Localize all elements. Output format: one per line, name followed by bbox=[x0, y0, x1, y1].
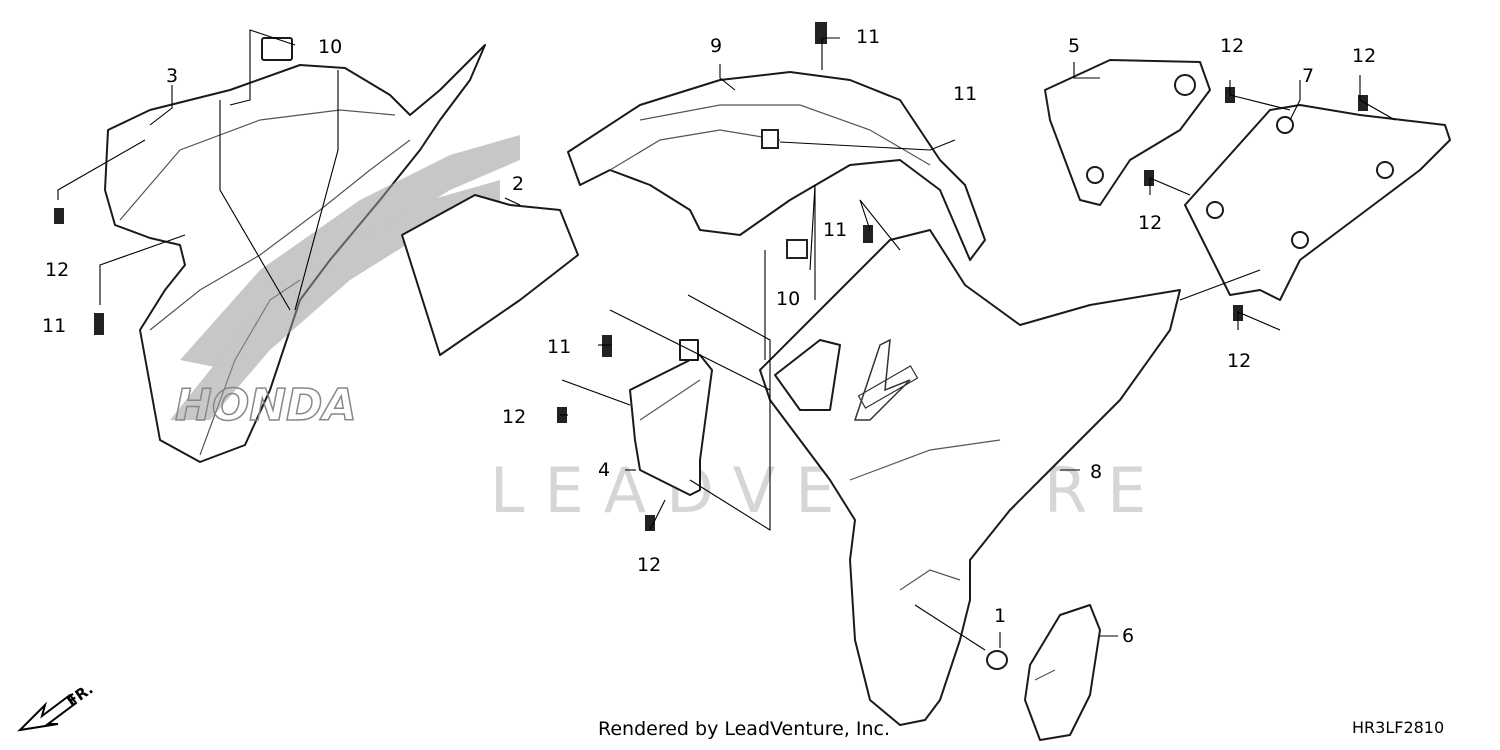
part-10-clip-center bbox=[786, 239, 808, 259]
part-1-grommet bbox=[986, 650, 1008, 670]
callout-7: 7 bbox=[1302, 65, 1314, 87]
callout-12-top-right-a: 12 bbox=[1220, 35, 1244, 57]
callout-labels: 1 2 3 4 5 6 7 8 9 10 10 11 11 11 11 11 1… bbox=[42, 26, 1376, 647]
part-12-screw-right-mid bbox=[1144, 170, 1154, 186]
callout-11-lower: 11 bbox=[547, 336, 571, 358]
callout-11-right: 11 bbox=[953, 83, 977, 105]
part-10-clip-left bbox=[261, 37, 293, 61]
part-12-screw-bracket bbox=[645, 515, 655, 531]
callout-12-center-left: 12 bbox=[502, 406, 526, 428]
honda-wing-dots bbox=[170, 135, 520, 420]
callout-8: 8 bbox=[1090, 461, 1102, 483]
part-11-clip-top bbox=[815, 22, 827, 44]
honda-decal-text: HONDA bbox=[175, 380, 357, 431]
callout-11-mid: 11 bbox=[823, 219, 847, 241]
diagram-code: HR3LF2810 bbox=[1352, 718, 1445, 737]
part-4-bracket bbox=[629, 339, 713, 496]
rendered-by-credit: Rendered by LeadVenture, Inc. bbox=[598, 718, 891, 740]
part-6-small-cover bbox=[1024, 604, 1101, 741]
part-8-main-side-panel bbox=[759, 229, 1181, 726]
part-2-decal-sheet bbox=[401, 194, 579, 356]
callout-12-right-low: 12 bbox=[1227, 350, 1251, 372]
callout-12-top-right-b: 12 bbox=[1352, 45, 1376, 67]
callout-11-left: 11 bbox=[42, 315, 66, 337]
callout-9: 9 bbox=[710, 35, 722, 57]
callout-12-bracket: 12 bbox=[637, 554, 661, 576]
front-direction-arrow: FR. bbox=[17, 680, 96, 732]
callout-10-top: 10 bbox=[318, 36, 342, 58]
callout-6: 6 bbox=[1122, 625, 1134, 647]
callout-1: 1 bbox=[994, 605, 1006, 627]
callout-3: 3 bbox=[166, 65, 178, 87]
callout-5: 5 bbox=[1068, 35, 1080, 57]
part-12-screw-top-right-b bbox=[1358, 95, 1368, 111]
part-11-clip-mid bbox=[863, 225, 873, 243]
part-11-clip-lower bbox=[602, 335, 612, 357]
callout-11-top: 11 bbox=[856, 26, 880, 48]
part-11-clip-left bbox=[94, 313, 104, 335]
part-11-clip-upper-right bbox=[761, 129, 779, 149]
callout-10-center: 10 bbox=[776, 288, 800, 310]
part-7-right-side-cover bbox=[1184, 104, 1451, 301]
callout-4: 4 bbox=[598, 459, 610, 481]
part-3-left-side-cover: HONDA bbox=[104, 44, 520, 463]
part-12-screw-left bbox=[54, 208, 64, 224]
part-5-plate bbox=[1044, 59, 1211, 206]
part-9-top-cover bbox=[567, 71, 986, 261]
callout-2: 2 bbox=[512, 173, 524, 195]
honda-wing-logo bbox=[853, 338, 919, 421]
leader-lines bbox=[57, 29, 1396, 651]
callout-12-left: 12 bbox=[45, 259, 69, 281]
callout-12-right-mid: 12 bbox=[1138, 212, 1162, 234]
